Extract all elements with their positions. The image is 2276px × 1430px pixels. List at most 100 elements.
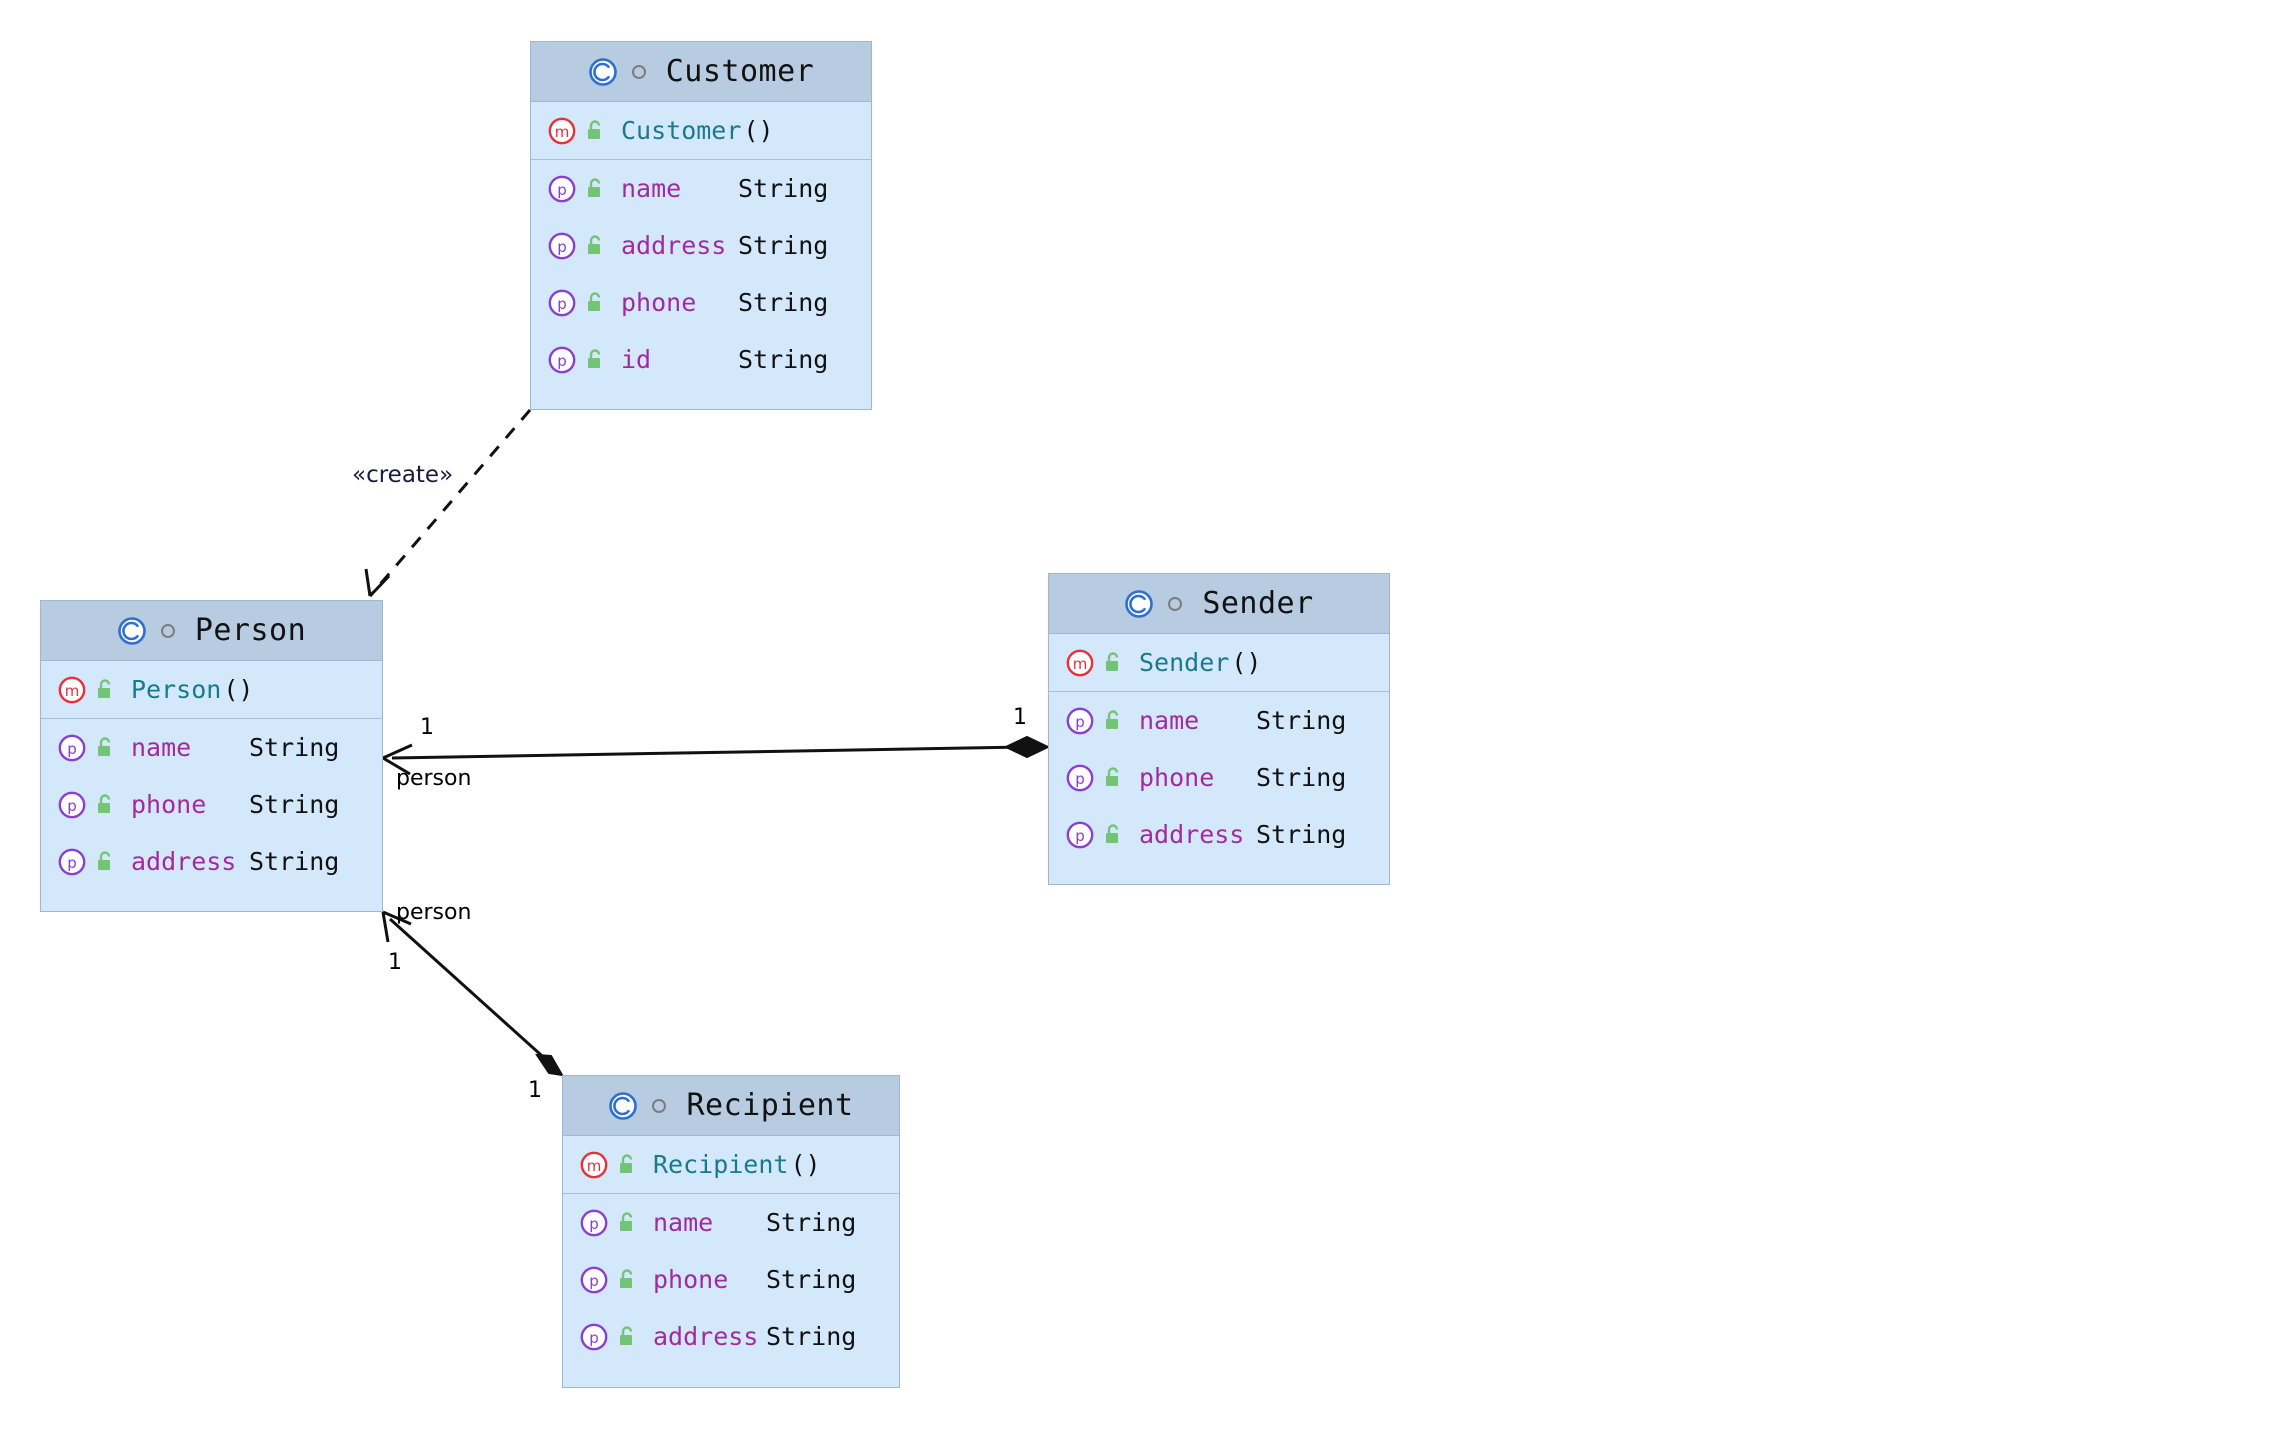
property-icon: p (580, 1323, 608, 1350)
method-row[interactable]: m Recipient() (563, 1136, 899, 1193)
property-type: String (1256, 820, 1347, 849)
circle-hollow-icon (160, 623, 175, 638)
edge-sender-composes-person[interactable] (382, 735, 1051, 776)
property-icons: p (57, 847, 117, 877)
method-name: Recipient (653, 1150, 789, 1179)
class-header-sender: Sender (1049, 574, 1389, 634)
property-type: String (738, 231, 829, 260)
unlock-icon (98, 850, 111, 870)
unlock-icon (1106, 709, 1119, 729)
svg-text:m: m (587, 1157, 602, 1175)
method-row[interactable]: m Person() (41, 661, 382, 718)
svg-text:p: p (67, 740, 77, 758)
property-row[interactable]: p address String (1049, 806, 1389, 863)
method-icons: m (547, 116, 607, 146)
property-icon: p (548, 175, 576, 202)
method-icon: m (548, 117, 576, 144)
class-header-recipient: Recipient (563, 1076, 899, 1136)
method-icon: m (58, 676, 86, 703)
multiplicity-sender-1: 1 (1013, 705, 1027, 730)
class-title: Person (194, 613, 307, 648)
property-name: address (621, 231, 727, 260)
property-type: String (1256, 706, 1347, 735)
property-icon: p (1066, 821, 1094, 848)
property-icon: p (1066, 707, 1094, 734)
method-icons: m (1065, 648, 1125, 678)
method-row[interactable]: m Sender() (1049, 634, 1389, 691)
method-parens: () (790, 1150, 821, 1179)
svg-text:m: m (65, 682, 80, 700)
filled-diamond (535, 1053, 564, 1077)
property-icons: p (579, 1208, 639, 1238)
dependency-line (368, 409, 532, 597)
edge-customer-creates-person[interactable] (364, 409, 532, 598)
property-name: address (1139, 820, 1245, 849)
property-name: phone (621, 288, 697, 317)
class-title: Customer (665, 54, 815, 89)
class-icon (1125, 589, 1154, 618)
property-row[interactable]: p name String (1049, 692, 1389, 749)
svg-text:p: p (1075, 827, 1085, 845)
class-icon (588, 57, 617, 86)
property-name: address (653, 1322, 759, 1351)
property-type: String (1256, 763, 1347, 792)
svg-text:p: p (589, 1272, 599, 1290)
method-name: Person (131, 675, 222, 704)
composition-line (391, 745, 1028, 760)
method-row[interactable]: m Customer() (531, 102, 871, 159)
svg-text:p: p (1075, 713, 1085, 731)
class-icon (609, 1091, 638, 1120)
svg-text:p: p (557, 238, 567, 256)
multiplicity-person-recipient-1: 1 (388, 950, 402, 975)
method-icons: m (57, 675, 117, 705)
property-icon: p (1066, 764, 1094, 791)
composition-line (388, 917, 553, 1066)
property-type: String (249, 733, 340, 762)
property-type: String (766, 1208, 857, 1237)
property-icons: p (547, 231, 607, 261)
method-parens: () (223, 675, 254, 704)
property-icons: p (57, 733, 117, 763)
unlock-icon (620, 1153, 633, 1173)
unlock-icon (588, 291, 601, 311)
class-header-customer: Customer (531, 42, 871, 102)
role-person-sender: person (396, 766, 472, 791)
property-type: String (249, 790, 340, 819)
property-icon: p (548, 289, 576, 316)
methods-section-customer: m Customer() (531, 102, 871, 160)
unlock-icon (588, 348, 601, 368)
unlock-icon (588, 234, 601, 254)
svg-text:p: p (557, 181, 567, 199)
property-name: id (621, 345, 652, 374)
property-icons: p (547, 288, 607, 318)
property-icons: p (579, 1322, 639, 1352)
property-row[interactable]: p address String (531, 217, 871, 274)
property-icons: p (547, 345, 607, 375)
class-title: Sender (1202, 586, 1314, 621)
property-name: address (131, 847, 237, 876)
svg-text:p: p (557, 295, 567, 313)
property-name: name (1139, 706, 1200, 735)
methods-section-recipient: m Recipient() (563, 1136, 899, 1194)
method-parens: () (743, 116, 774, 145)
svg-text:p: p (67, 854, 77, 872)
circle-hollow-icon (1168, 596, 1183, 611)
unlock-icon (588, 177, 601, 197)
edge-recipient-composes-person[interactable] (381, 910, 564, 1077)
